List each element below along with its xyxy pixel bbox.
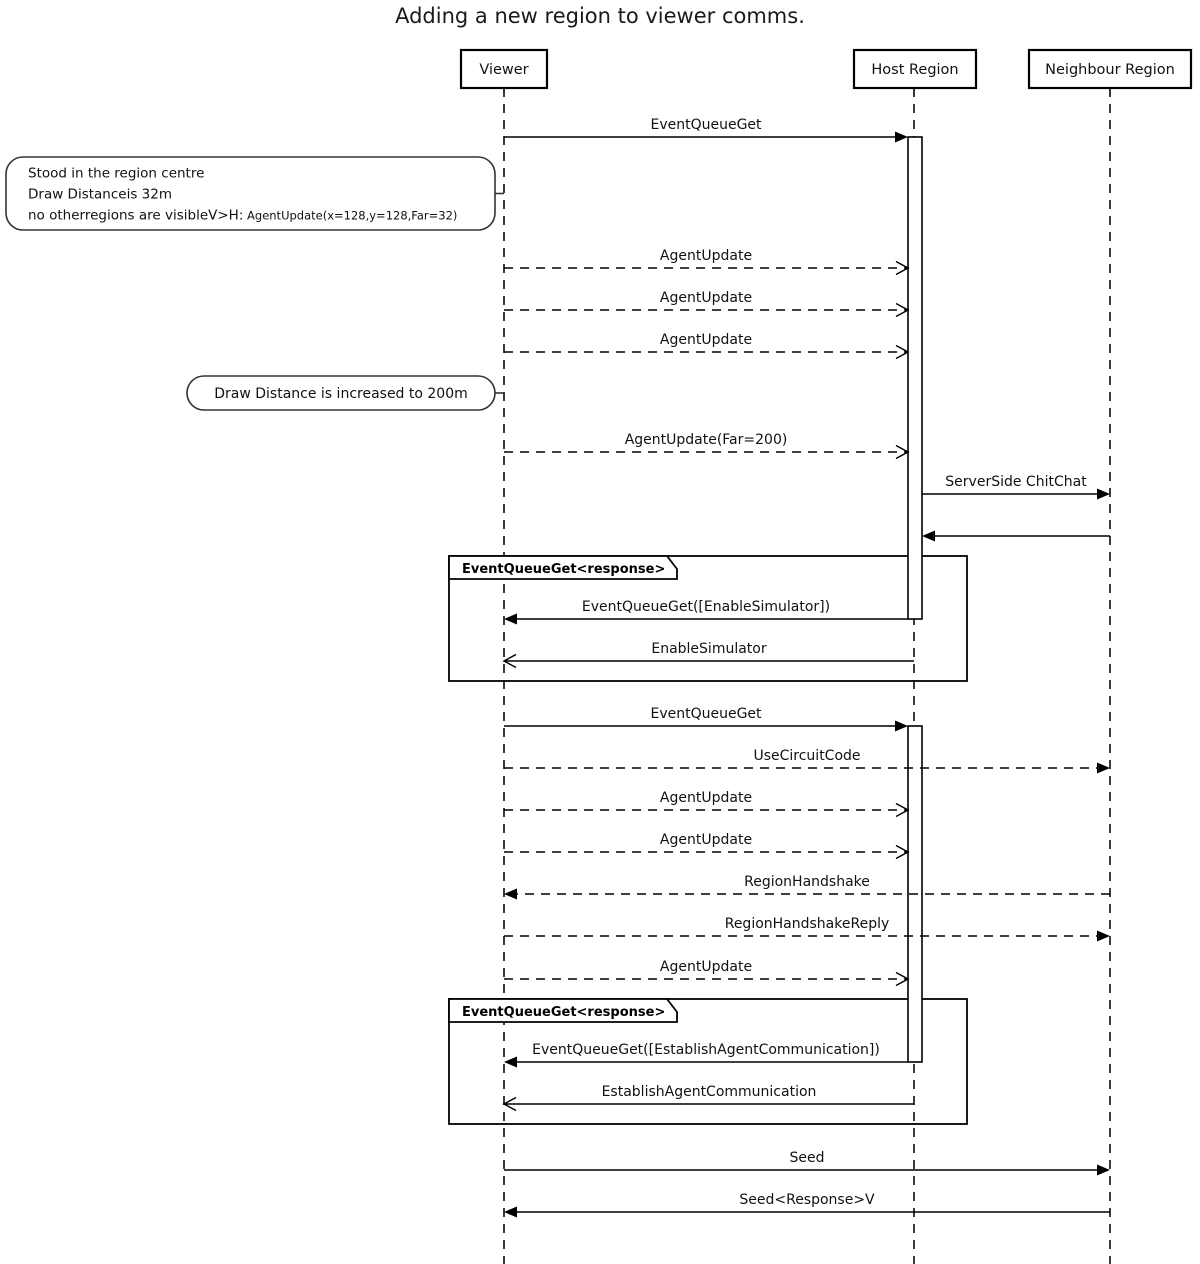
fragment-label: EventQueueGet<response> [462, 1005, 665, 1020]
message-label: RegionHandshakeReply [725, 916, 890, 932]
note-line: no otherregions are visibleV>H: AgentUpd… [28, 208, 457, 224]
participant-viewer[interactable]: Viewer [459, 48, 549, 90]
diagram-title: Adding a new region to viewer comms. [395, 4, 805, 28]
message-m17: EventQueueGet([EstablishAgentCommunicati… [504, 1042, 908, 1068]
message-label: AgentUpdate [660, 959, 752, 975]
arrowhead-filled [895, 720, 908, 732]
note-note-draw-distance: Draw Distance is increased to 200m [186, 375, 504, 411]
message-m12: AgentUpdate [504, 790, 910, 818]
message-m10: EventQueueGet [504, 706, 908, 732]
note-line: Draw Distance is increased to 200m [214, 386, 468, 402]
fragment-label: EventQueueGet<response> [462, 562, 665, 577]
message-m4: AgentUpdate [504, 332, 910, 360]
arrowhead-filled [895, 131, 908, 143]
message-m8: EventQueueGet([EnableSimulator]) [504, 599, 908, 625]
arrowhead-open [502, 1096, 517, 1112]
participant-label: Host Region [871, 62, 958, 78]
message-m5: AgentUpdate(Far=200) [504, 432, 910, 460]
message-m20: Seed<Response>V [504, 1192, 1110, 1218]
fragment-frag-enable-simulator: EventQueueGet<response> [448, 555, 968, 682]
message-label: UseCircuitCode [753, 748, 860, 764]
fragment-border [448, 555, 968, 682]
participant-neighbour[interactable]: Neighbour Region [1027, 48, 1193, 90]
message-m18: EstablishAgentCommunication [502, 1084, 914, 1112]
note-box [186, 375, 496, 411]
message-label: AgentUpdate [660, 832, 752, 848]
arrowhead-filled [504, 888, 517, 900]
participant-label: Viewer [479, 62, 528, 78]
fragment-border [448, 998, 968, 1125]
message-m19: Seed [504, 1150, 1110, 1176]
message-m2: AgentUpdate [504, 248, 910, 276]
message-label: Seed [790, 1150, 825, 1166]
message-label: EventQueueGet([EstablishAgentCommunicati… [532, 1042, 880, 1058]
activation-bar-host-act-1 [907, 136, 923, 620]
note-box [5, 156, 496, 231]
arrowhead-open [895, 802, 910, 818]
arrowhead-filled [1097, 488, 1110, 500]
message-label: AgentUpdate [660, 790, 752, 806]
arrowhead-open [895, 344, 910, 360]
messages-layer: EventQueueGetAgentUpdateAgentUpdateAgent… [502, 117, 1110, 1218]
message-label: AgentUpdate [660, 248, 752, 264]
participant-host[interactable]: Host Region [852, 48, 978, 90]
arrowhead-open [502, 653, 517, 669]
arrowhead-filled [504, 613, 517, 625]
arrowhead-open [895, 260, 910, 276]
message-label: EventQueueGet [650, 706, 762, 722]
participant-box[interactable] [852, 48, 978, 90]
message-m16: AgentUpdate [504, 959, 910, 987]
arrowhead-open [895, 444, 910, 460]
note-line-suffix: AgentUpdate(x=128,y=128,Far=32) [243, 209, 457, 223]
participants-layer: Viewer Host Region Neighbour Region [459, 48, 1193, 90]
message-label: AgentUpdate [660, 290, 752, 306]
message-m13: AgentUpdate [504, 832, 910, 860]
message-label: EventQueueGet([EnableSimulator]) [582, 599, 830, 615]
arrowhead-filled [504, 1206, 517, 1218]
message-label: EventQueueGet [650, 117, 762, 133]
message-m9: EnableSimulator [502, 641, 914, 669]
activation-bars-layer [907, 136, 923, 1063]
message-m3: AgentUpdate [504, 290, 910, 318]
arrowhead-filled [504, 1056, 517, 1068]
message-m6: ServerSide ChitChat [922, 474, 1110, 500]
arrowhead-filled [1097, 1164, 1110, 1176]
message-m7 [922, 530, 1110, 542]
arrowhead-filled [1097, 930, 1110, 942]
message-label: AgentUpdate(Far=200) [625, 432, 788, 448]
participant-label: Neighbour Region [1045, 62, 1175, 78]
message-label: Seed<Response>V [739, 1192, 875, 1208]
message-label: AgentUpdate [660, 332, 752, 348]
message-label: ServerSide ChitChat [945, 474, 1087, 490]
arrowhead-open [895, 302, 910, 318]
message-label: EnableSimulator [651, 641, 766, 657]
arrowhead-filled [922, 530, 935, 542]
participant-box[interactable] [459, 48, 549, 90]
participant-box[interactable] [1027, 48, 1193, 90]
arrowhead-open [895, 844, 910, 860]
message-m14: RegionHandshake [504, 874, 1110, 900]
message-m15: RegionHandshakeReply [504, 916, 1110, 942]
note-line: Draw Distanceis 32m [28, 187, 172, 203]
note-line: Stood in the region centre [28, 166, 204, 182]
arrowhead-filled [1097, 762, 1110, 774]
fragment-tab [448, 998, 678, 1023]
fragment-tab [448, 555, 678, 580]
message-label: EstablishAgentCommunication [602, 1084, 817, 1100]
message-m1: EventQueueGet [504, 117, 908, 143]
arrowhead-open [895, 971, 910, 987]
message-label: RegionHandshake [744, 874, 870, 890]
message-m11: UseCircuitCode [504, 748, 1110, 774]
fragments-layer: EventQueueGet<response> EventQueueGet<res… [448, 555, 968, 1125]
fragment-frag-establish-agent-comm: EventQueueGet<response> [448, 998, 968, 1125]
